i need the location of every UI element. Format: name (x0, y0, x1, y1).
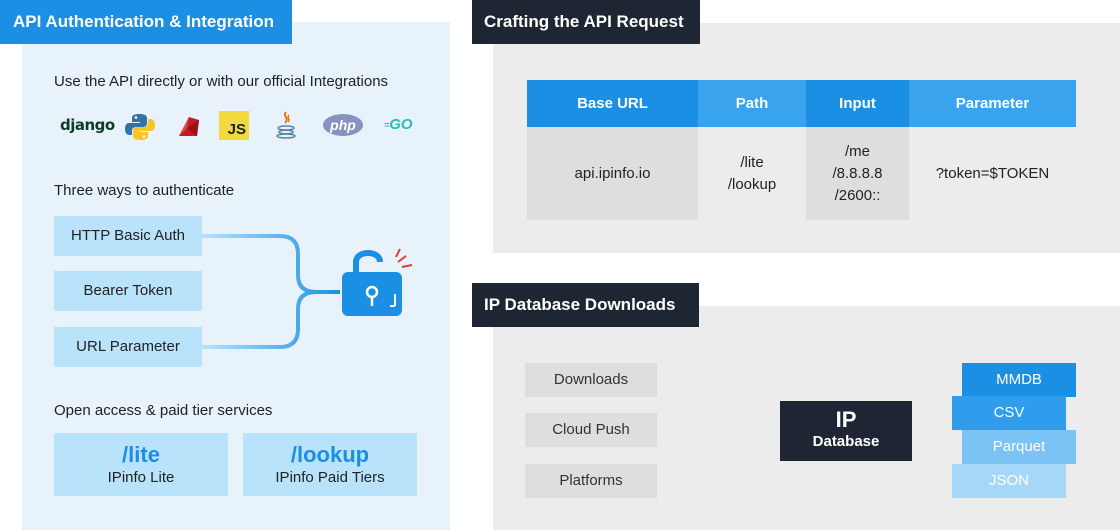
downloads-title: IP Database Downloads (472, 283, 699, 327)
auth-integration-title: API Authentication & Integration (0, 0, 292, 44)
source-platforms: Platforms (525, 464, 657, 498)
tier-lookup-path: /lookup (290, 442, 370, 467)
auth-title: Three ways to authenticate (54, 182, 235, 199)
source-cloud-push: Cloud Push (525, 413, 657, 447)
tier-lite-label: IPinfo Lite (107, 469, 175, 486)
tiers-title: Open access & paid tier services (54, 402, 273, 419)
header-parameter: Parameter (909, 80, 1076, 127)
django-logo: django (60, 116, 115, 134)
tier-lookup: /lookup IPinfo Paid Tiers (243, 433, 417, 496)
input-ipv4: /8.8.8.8 (832, 164, 883, 182)
go-logo: =GO (384, 116, 413, 133)
format-mmdb: MMDB (962, 363, 1076, 397)
integrations-text: Use the API directly or with our officia… (54, 73, 389, 90)
header-base-url: Base URL (527, 80, 698, 127)
auth-method-url-parameter: URL Parameter (54, 327, 202, 367)
php-logo: php (323, 114, 363, 136)
header-input: Input (806, 80, 909, 127)
java-icon (274, 110, 298, 147)
tier-lookup-label: IPinfo Paid Tiers (275, 469, 385, 486)
js-icon: JS (219, 111, 249, 140)
source-downloads: Downloads (525, 363, 657, 397)
cell-parameter: ?token=$TOKEN (909, 127, 1076, 220)
auth-method-http-basic: HTTP Basic Auth (54, 216, 202, 256)
python-icon (124, 112, 156, 147)
ip-database-box: IP Database (780, 401, 912, 461)
input-me: /me (844, 142, 870, 160)
path-lookup: /lookup (727, 175, 777, 193)
tier-lite-path: /lite (122, 442, 160, 467)
header-path: Path (698, 80, 806, 127)
cell-input: /me /8.8.8.8 /2600:: (806, 127, 909, 220)
cell-base-url: api.ipinfo.io (527, 127, 698, 220)
input-ipv6: /2600:: (834, 186, 881, 204)
format-parquet: Parquet (962, 430, 1076, 464)
unlock-icon (340, 244, 416, 325)
tier-lite: /lite IPinfo Lite (54, 433, 228, 496)
ruby-icon (175, 114, 201, 145)
auth-method-bearer-token: Bearer Token (54, 271, 202, 311)
format-json: JSON (952, 464, 1066, 498)
cell-path: /lite /lookup (698, 127, 806, 220)
path-lite: /lite (740, 153, 764, 171)
request-title: Crafting the API Request (472, 0, 700, 44)
db-line1: IP (835, 407, 857, 432)
db-line2: Database (812, 433, 880, 450)
format-csv: CSV (952, 396, 1066, 430)
